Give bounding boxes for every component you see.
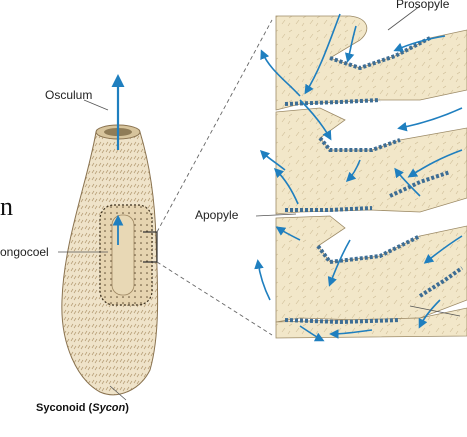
- apopyle-leader: [255, 213, 297, 217]
- water-flow-arrow: [345, 159, 361, 183]
- choanocyte-lining: [285, 206, 373, 212]
- water-flow-arrow: [423, 235, 463, 264]
- water-flow-arrow: [394, 167, 421, 197]
- projection-line-top: [156, 19, 273, 233]
- water-flow-arrow: [273, 167, 299, 205]
- prosopyle-leader: [387, 5, 421, 31]
- water-flow-arrow: [407, 149, 463, 178]
- water-flow-arrow: [260, 49, 301, 97]
- water-flow-arrow: [327, 239, 351, 287]
- zoom-bracket: [143, 231, 158, 263]
- osculum-label: Osculum: [45, 88, 93, 102]
- water-flow-arrow: [418, 299, 441, 329]
- caption-genus: Sycon: [92, 402, 126, 414]
- water-flow-arrow: [275, 226, 301, 241]
- choanocyte-lining: [389, 170, 451, 198]
- water-flow-arrow: [299, 99, 332, 141]
- choanocyte-lining: [284, 318, 401, 325]
- margin-letter: n: [0, 192, 13, 221]
- choanocyte-lining: [284, 98, 381, 106]
- figure-caption: Syconoid (Sycon): [36, 402, 129, 414]
- water-flow-arrow: [393, 35, 446, 52]
- water-flow-arrow: [304, 13, 341, 95]
- choanocyte-lining: [316, 234, 421, 265]
- water-flow-arrow: [254, 259, 271, 301]
- water-flow-arrow: [397, 107, 463, 132]
- spongocoel-label: ongocoel: [0, 245, 49, 259]
- projection-line-bottom: [156, 261, 273, 336]
- water-flow-arrow: [299, 325, 325, 342]
- canal-leader: [409, 305, 461, 317]
- choanocyte-lining: [329, 36, 431, 71]
- choanocyte-lining: [318, 136, 401, 152]
- base-leader: [109, 385, 127, 401]
- prosopyle-label: Prosopyle: [396, 0, 450, 11]
- caption-prefix: Syconoid (: [36, 402, 93, 414]
- osculum-leader: [83, 99, 109, 111]
- apopyle-label: Apopyle: [195, 208, 239, 222]
- caption-suffix: ): [125, 402, 129, 414]
- water-flow-arrow: [329, 329, 373, 339]
- water-flow-arrow: [344, 25, 357, 63]
- canal-detail: [254, 13, 467, 342]
